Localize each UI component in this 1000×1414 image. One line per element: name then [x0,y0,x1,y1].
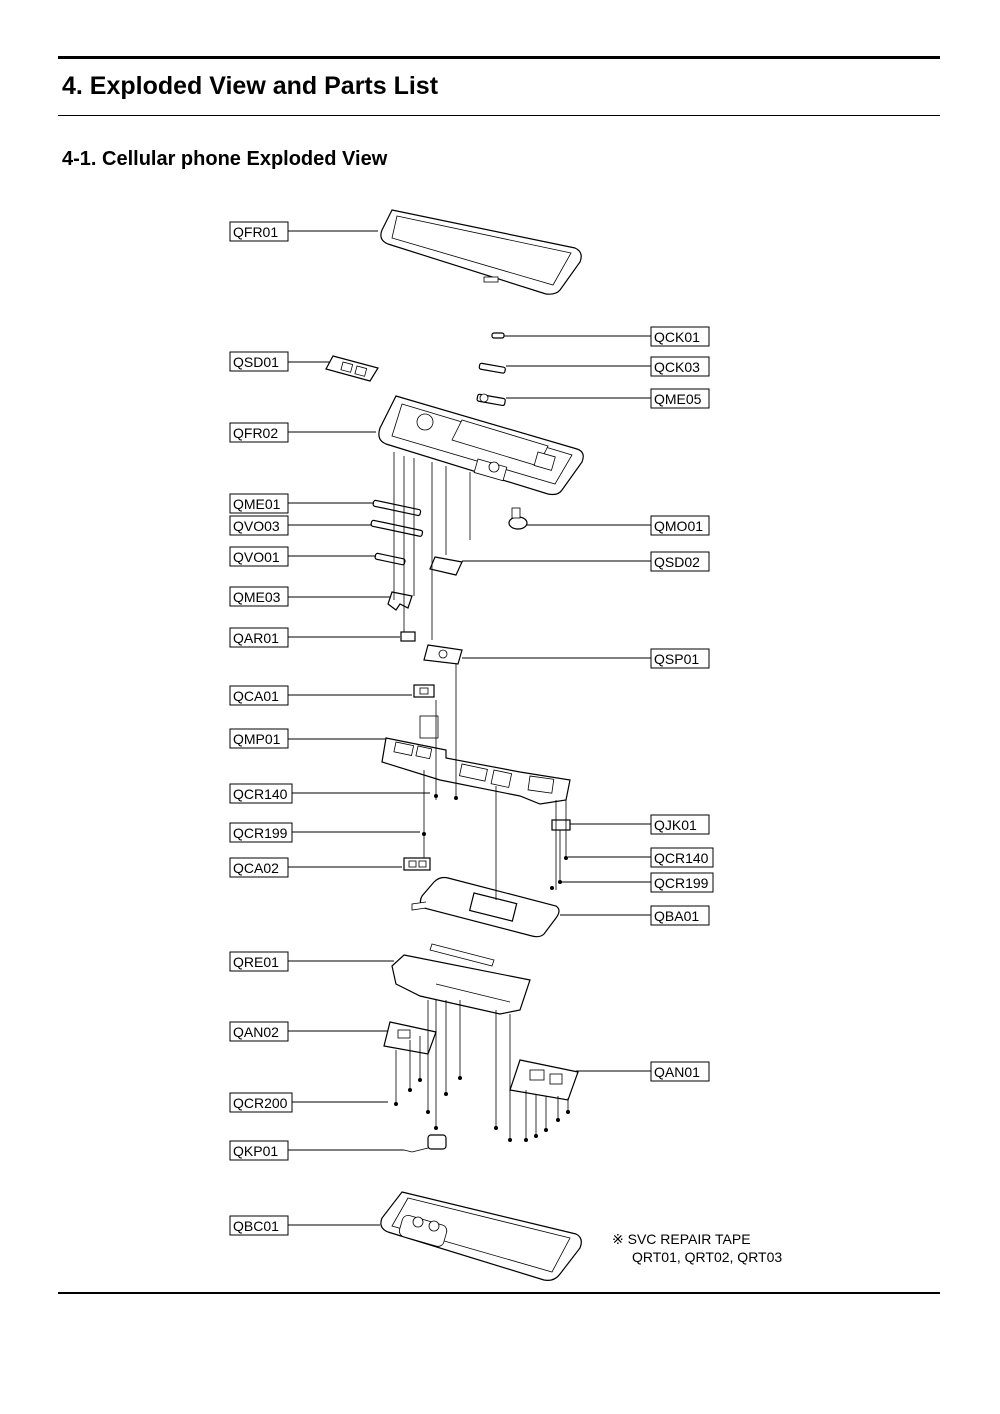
callout-qcr199-right: QCR199 [562,872,714,893]
callout-qck03: QCK03 [506,356,710,377]
svg-text:QCA02: QCA02 [233,860,279,876]
svg-text:QMO01: QMO01 [654,518,703,534]
parts-drawing [325,209,584,1281]
callout-qca01: QCA01 [229,685,412,706]
svg-text:QCR140: QCR140 [233,786,288,802]
callout-qcr200: QCR200 [229,1092,388,1113]
main-board [381,715,571,805]
bottom-rule [58,1292,940,1294]
svg-text:QCA01: QCA01 [233,688,279,704]
callout-qan02: QAN02 [229,1021,388,1042]
bracket-small [387,591,413,611]
svg-text:QCK03: QCK03 [654,359,700,375]
top-rule [58,56,940,59]
callout-qsp01: QSP01 [462,648,710,669]
svg-text:QSP01: QSP01 [654,651,699,667]
callout-qcr199-left: QCR199 [229,822,420,843]
callout-qvo03: QVO03 [229,515,372,536]
callout-qme05: QME05 [506,388,710,409]
callout-qmo01: QMO01 [527,515,710,536]
rear-bracket [391,943,531,1015]
side-buttons [370,499,424,566]
vibration-motor [508,507,528,530]
svg-text:QME03: QME03 [233,589,281,605]
callout-qcr140-left: QCR140 [229,783,430,804]
svg-text:QCR200: QCR200 [233,1095,288,1111]
callout-qre01: QRE01 [229,951,394,972]
svg-text:QBA01: QBA01 [654,908,699,924]
battery [411,876,560,938]
svg-text:QBC01: QBC01 [233,1218,279,1234]
svg-text:QME05: QME05 [654,391,702,407]
callout-qme01: QME01 [229,493,374,514]
svg-text:QAR01: QAR01 [233,630,279,646]
side-keys [476,332,506,407]
callout-qsd01: QSD01 [229,351,330,372]
svg-text:QAN01: QAN01 [654,1064,700,1080]
callout-qbc01: QBC01 [229,1215,380,1236]
callout-qfr02: QFR02 [229,422,376,443]
main-frame [378,395,584,496]
back-cover [380,1191,582,1281]
callout-qar01: QAR01 [229,627,400,648]
section-title: 4-1. Cellular phone Exploded View [62,148,388,170]
svg-text:QKP01: QKP01 [233,1143,278,1159]
svg-text:QFR02: QFR02 [233,425,278,441]
svg-text:QCR140: QCR140 [654,850,709,866]
svg-text:QCK01: QCK01 [654,329,700,345]
note-line-1: ※ SVC REPAIR TAPE [612,1231,751,1247]
display-assembly [380,209,582,295]
svg-text:QVO03: QVO03 [233,518,280,534]
sim-tray-top [325,355,379,382]
front-camera [413,684,435,698]
screws [394,794,570,1142]
callout-qcr140-right: QCR140 [568,847,714,868]
svg-text:QME01: QME01 [233,496,281,512]
right-callouts: QCK01 QCK03 QME05 QMO01 QSD02 QSP01 QJK0… [462,326,714,1082]
callout-qvo01: QVO01 [229,546,376,567]
earjack [551,819,571,831]
rear-camera [403,857,431,871]
receiver [400,631,416,642]
svg-text:QSD01: QSD01 [233,354,279,370]
svg-text:QRE01: QRE01 [233,954,279,970]
callout-qan01: QAN01 [576,1061,710,1082]
callout-qsd02: QSD02 [462,551,710,572]
callout-qjk01: QJK01 [570,814,710,835]
antenna-right [509,1059,579,1101]
svg-text:QJK01: QJK01 [654,817,697,833]
callout-qba01: QBA01 [560,905,710,926]
callout-qfr01: QFR01 [229,221,378,242]
left-callouts: QFR01 QSD01 QFR02 QME01 QVO03 QVO01 QME0… [229,221,430,1236]
svg-text:QCR199: QCR199 [233,825,288,841]
callout-qmp01: QMP01 [229,728,386,749]
repair-tape-note: ※ SVC REPAIR TAPE QRT01, QRT02, QRT03 [612,1230,782,1266]
title-rule [58,115,940,116]
svg-text:QFR01: QFR01 [233,224,278,240]
svg-text:QVO01: QVO01 [233,549,280,565]
svg-text:QMP01: QMP01 [233,731,281,747]
speaker-module [423,644,463,665]
svg-text:QSD02: QSD02 [654,554,700,570]
svg-text:QCR199: QCR199 [654,875,709,891]
page-title: 4. Exploded View and Parts List [62,72,439,100]
fingerprint-module [403,1134,447,1153]
callout-qkp01: QKP01 [229,1140,404,1161]
svg-text:QAN02: QAN02 [233,1024,279,1040]
sim-tray-lower [429,556,463,576]
assembly-lines [393,452,569,1140]
callout-qca02: QCA02 [229,857,402,878]
note-line-2: QRT01, QRT02, QRT03 [632,1249,783,1265]
callout-qck01: QCK01 [504,326,710,347]
callout-qme03: QME03 [229,586,390,607]
